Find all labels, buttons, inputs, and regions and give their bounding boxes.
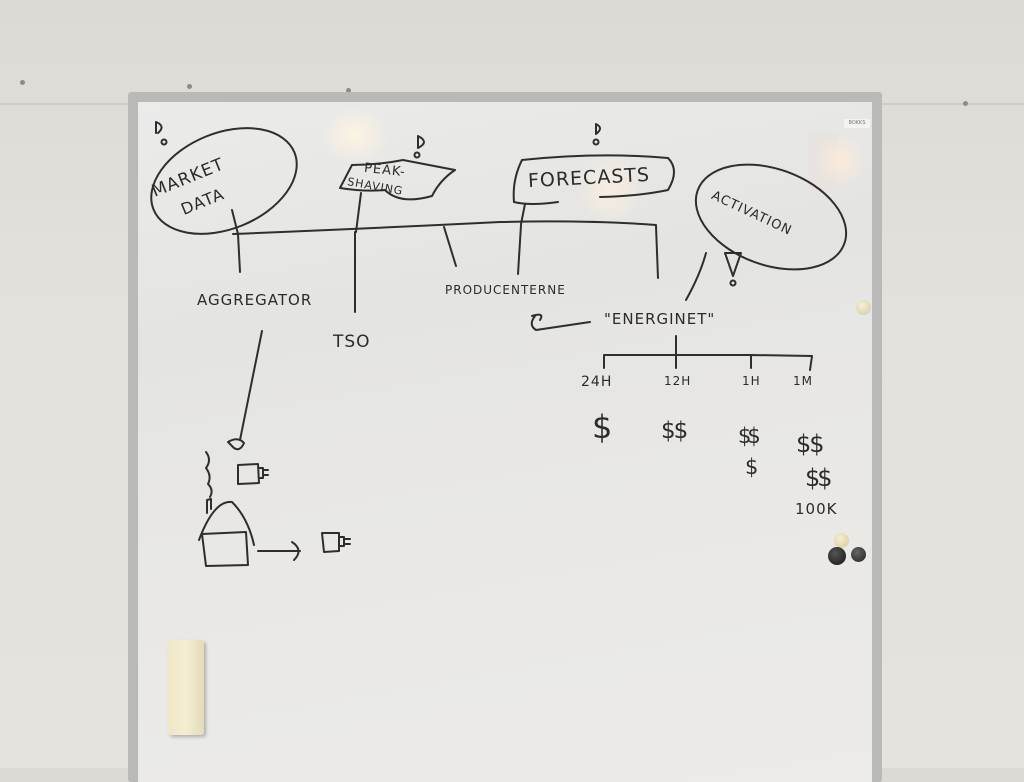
arrowhead [227, 438, 245, 451]
energinet-label: "ENERGINET" [604, 310, 716, 328]
price-24h: $ [592, 408, 614, 446]
price-1m-extra: $$ [805, 464, 832, 492]
whiteboard-eraser[interactable] [168, 640, 204, 735]
light-glare [320, 105, 390, 165]
magnet[interactable] [834, 533, 849, 548]
timeframe-12h: 12H [664, 374, 692, 388]
plug-icon [237, 463, 269, 485]
house-arrow [257, 541, 301, 561]
screw [20, 80, 25, 85]
branch-producers [517, 224, 522, 275]
screw [346, 88, 351, 93]
price-1h: $$ [738, 424, 761, 448]
lightbulb-icon [592, 123, 601, 146]
energinet-tree [603, 335, 813, 371]
light-glare [575, 150, 645, 230]
price-1m-note: 100K [795, 500, 838, 518]
activation-bubble [694, 163, 848, 271]
brand-label: BOKKS [844, 119, 870, 128]
magnet[interactable] [828, 547, 846, 565]
forecasts-bubble [512, 154, 675, 205]
light-glare [810, 130, 870, 190]
forecasts-stem [520, 203, 526, 225]
producers-label: PRODUCENTERNE [445, 283, 566, 297]
lightbulb-icon [413, 135, 425, 159]
screw [187, 84, 192, 89]
price-12h: $$ [661, 418, 688, 444]
energinet-link [530, 313, 591, 331]
timeframe-1h: 1H [742, 374, 761, 388]
magnet[interactable] [851, 547, 866, 562]
screw [963, 101, 968, 106]
price-1h-extra: $ [745, 455, 760, 479]
timeframe-1m: 1M [793, 374, 813, 388]
market-data-bubble [150, 127, 298, 235]
peak-shaving-flag [339, 159, 456, 201]
lightbulb-icon [155, 121, 168, 146]
aggregator-arrow [239, 330, 263, 441]
timeframe-24h: 24H [581, 374, 613, 390]
branch-fifth [655, 225, 659, 279]
magnet[interactable] [856, 300, 871, 315]
plug-icon [321, 532, 351, 553]
aggregator-label: AGGREGATOR [197, 291, 313, 309]
branch-aggregator [237, 233, 241, 273]
price-1m: $$ [796, 430, 825, 458]
branch-third [443, 226, 457, 267]
house-icon [198, 451, 255, 567]
warning-icon [724, 252, 742, 287]
tso-label: TSO [333, 332, 371, 352]
peak-stem [355, 192, 362, 233]
connector-bus [232, 220, 657, 235]
activation-stem [685, 252, 707, 301]
market-data-stem [231, 209, 239, 235]
